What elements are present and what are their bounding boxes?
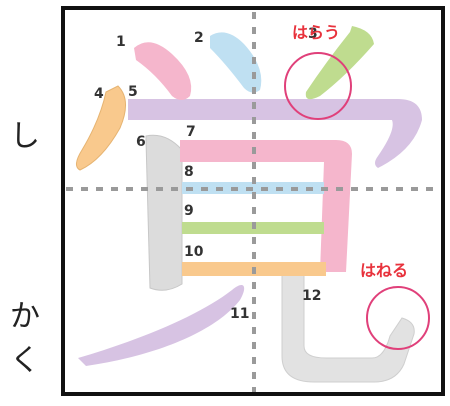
stroke-1 bbox=[134, 42, 192, 100]
harau-label: はらう bbox=[292, 23, 340, 42]
reading-char-1: し bbox=[10, 119, 40, 154]
stroke-number-2: 2 bbox=[194, 30, 204, 46]
stroke-number-6: 6 bbox=[136, 134, 146, 150]
stroke-number-7: 7 bbox=[186, 124, 196, 140]
stroke-number-5: 5 bbox=[128, 84, 138, 100]
stroke-number-3: 3 bbox=[308, 26, 318, 42]
haneru-circle bbox=[366, 286, 430, 350]
stroke-11 bbox=[78, 285, 245, 366]
stroke-number-9: 9 bbox=[184, 203, 194, 219]
stroke-6 bbox=[145, 134, 183, 291]
haneru-label: はねる bbox=[360, 261, 408, 280]
reading-char-3: く bbox=[10, 343, 40, 378]
stroke-number-4: 4 bbox=[94, 86, 104, 102]
stroke-number-1: 1 bbox=[116, 34, 126, 50]
stroke-7 bbox=[180, 140, 352, 272]
stroke-number-12: 12 bbox=[302, 288, 321, 304]
stroke-2 bbox=[210, 32, 262, 93]
stroke-number-10: 10 bbox=[184, 244, 204, 260]
harau-circle bbox=[284, 52, 352, 120]
stroke-number-11: 11 bbox=[230, 306, 249, 322]
stroke-4 bbox=[76, 85, 126, 171]
reading-char-2: か bbox=[10, 299, 40, 334]
stroke-number-8: 8 bbox=[184, 164, 194, 180]
stroke-12 bbox=[281, 271, 415, 383]
stroke-5 bbox=[128, 99, 422, 168]
